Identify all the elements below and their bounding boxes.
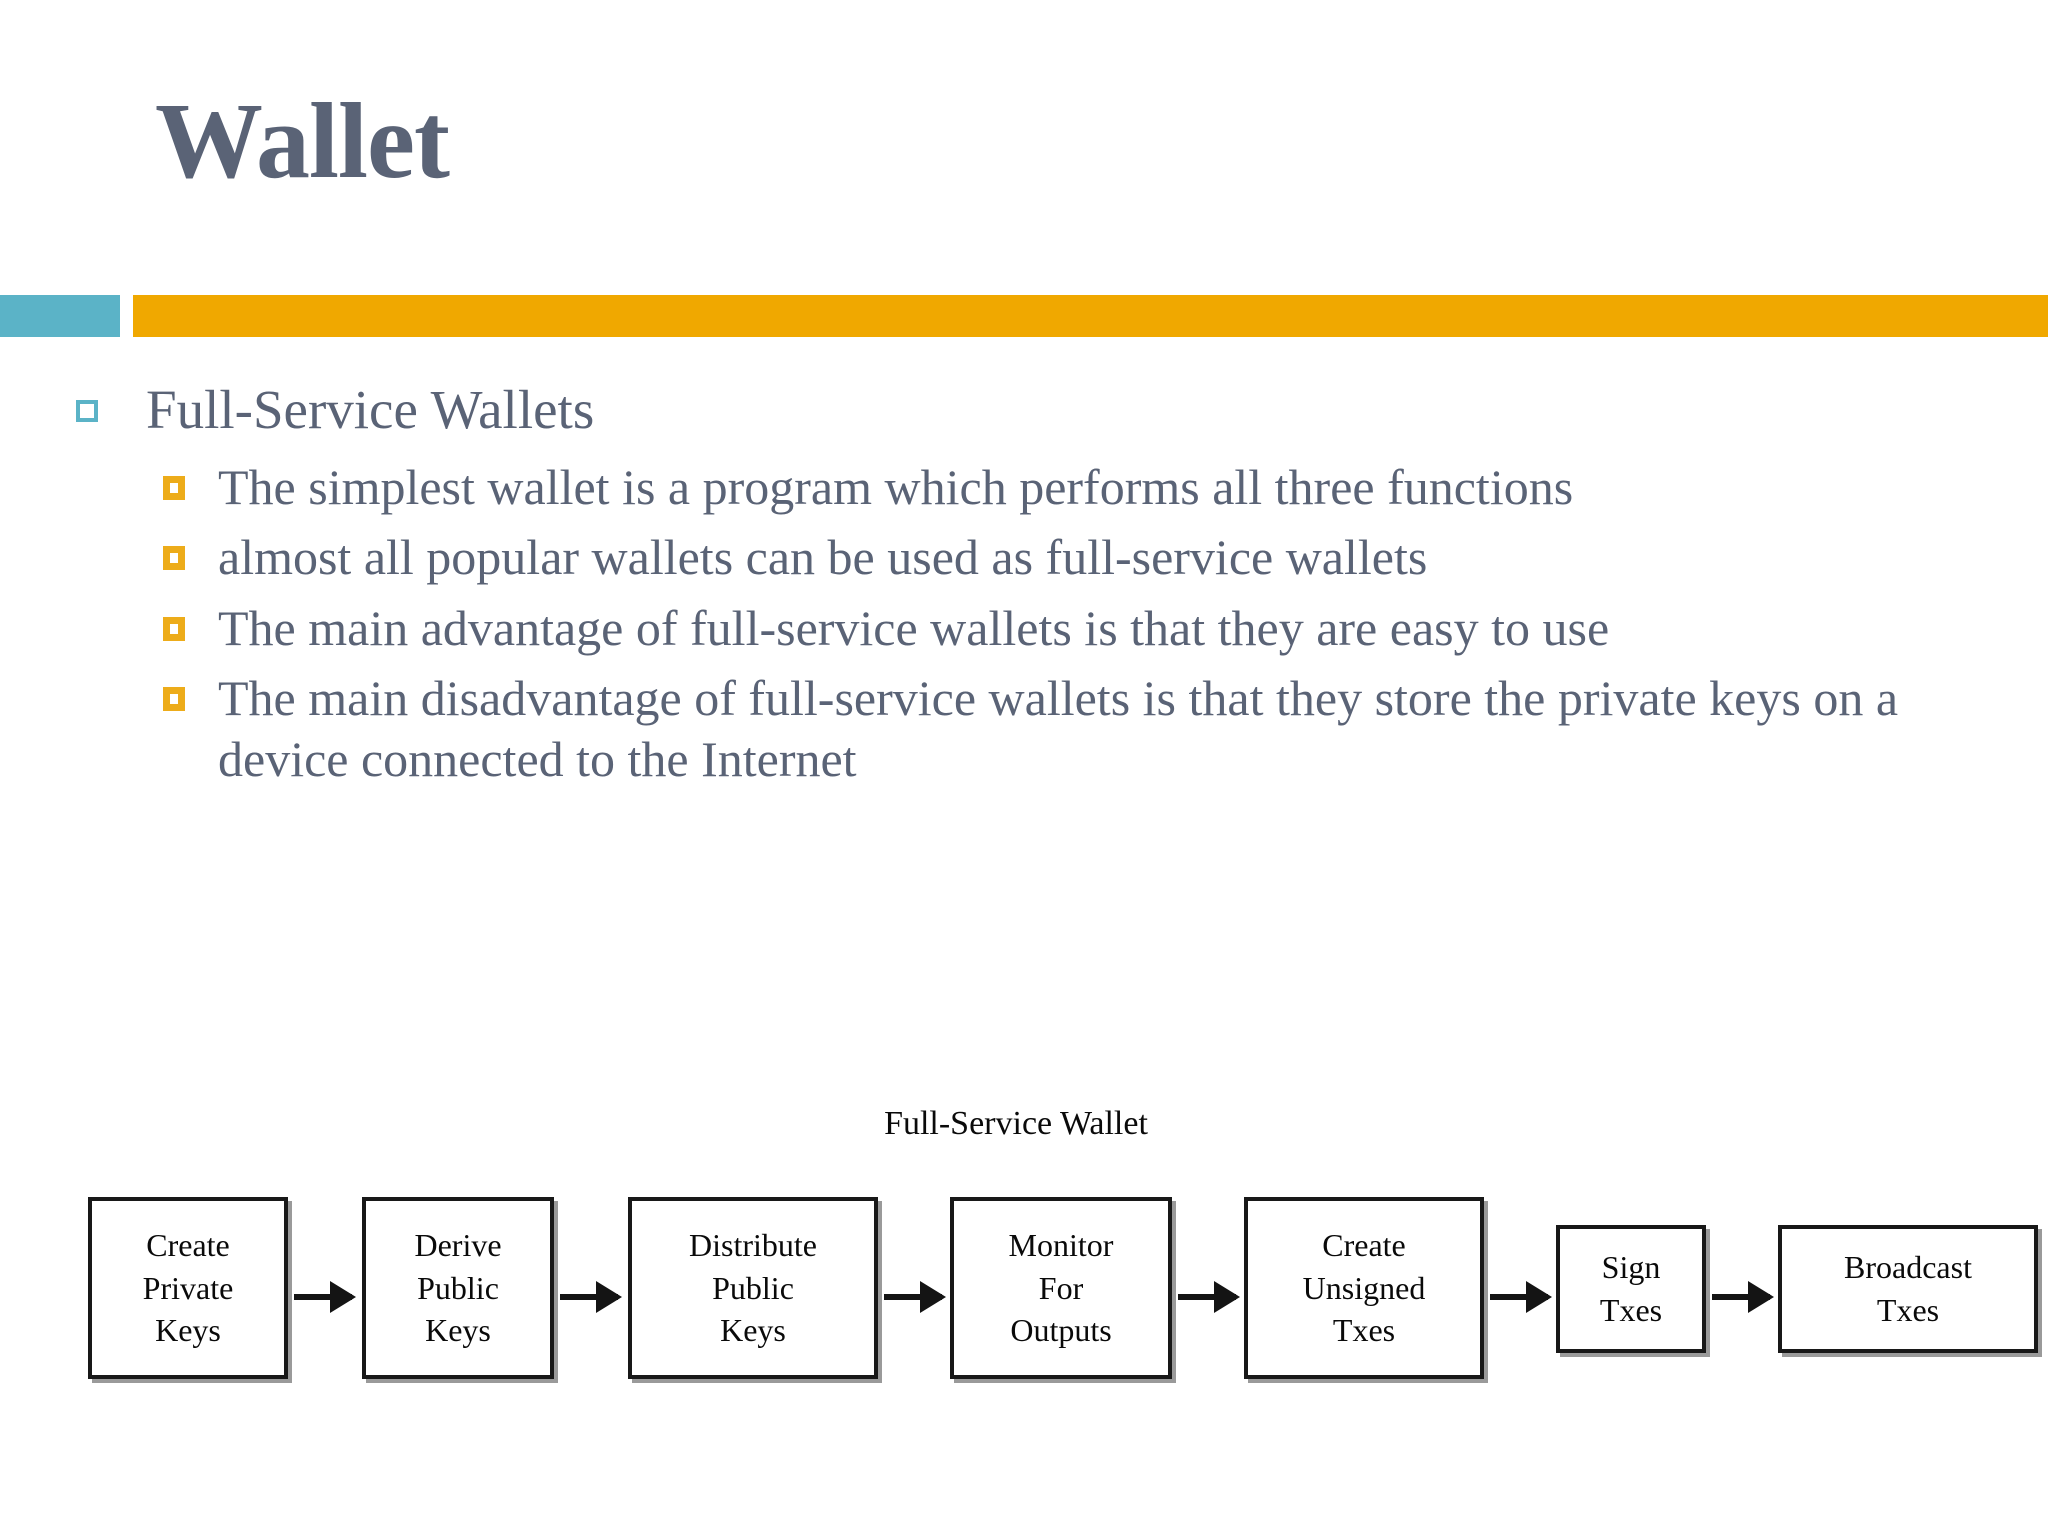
flow-arrow-icon (1712, 1281, 1774, 1313)
flow-arrow-icon (884, 1281, 946, 1313)
flow-box: Monitor For Outputs (950, 1197, 1172, 1379)
flow-box-line: Distribute (689, 1227, 817, 1264)
flow-box-line: For (1038, 1269, 1084, 1306)
flow-arrow-icon (560, 1281, 622, 1313)
list-item-label: The main advantage of full-service walle… (218, 599, 1610, 656)
list-item: The main advantage of full-service walle… (0, 598, 2048, 659)
filled-square-bullet-icon (163, 687, 185, 712)
flow-box-line: Broadcast (1844, 1249, 1972, 1286)
flow-diagram-row: Create Private Keys Derive Public Keys D… (88, 1197, 2038, 1397)
list-item-level1: Full-Service Wallets (0, 378, 2048, 443)
flow-arrow-icon (294, 1281, 356, 1313)
flow-box-line: Unsigned (1302, 1269, 1426, 1306)
flow-box-line: Keys (425, 1312, 491, 1349)
hollow-square-bullet-icon (76, 400, 98, 422)
flow-box-line: Txes (1332, 1312, 1396, 1349)
bullet-list: Full-Service Wallets The simplest wallet… (0, 378, 2048, 799)
flow-box-line: Public (712, 1269, 794, 1306)
list-item-label: almost all popular wallets can be used a… (218, 529, 1428, 586)
page-title: Wallet (155, 82, 450, 201)
list-item: The main disadvantage of full-service wa… (0, 668, 2048, 789)
flow-box: Create Unsigned Txes (1244, 1197, 1484, 1379)
flow-arrow-icon (1178, 1281, 1240, 1313)
filled-square-bullet-icon (163, 616, 185, 641)
accent-bar-teal (0, 295, 120, 337)
list-item: The simplest wallet is a program which p… (0, 457, 2048, 518)
filled-square-bullet-icon (163, 475, 185, 500)
list-item: almost all popular wallets can be used a… (0, 527, 2048, 588)
flow-box-line: Sign (1601, 1249, 1661, 1286)
flow-box-line: Private (142, 1269, 234, 1306)
flow-box: Distribute Public Keys (628, 1197, 878, 1379)
flow-box-line: Keys (155, 1312, 221, 1349)
flow-diagram-title: Full-Service Wallet (884, 1105, 1148, 1142)
list-item-label: The main disadvantage of full-service wa… (218, 670, 1899, 787)
accent-bar-orange (133, 295, 2048, 337)
flow-box: Derive Public Keys (362, 1197, 554, 1379)
flow-box-line: Monitor (1008, 1227, 1114, 1264)
flow-box: Sign Txes (1556, 1225, 1706, 1353)
flow-diagram: Full-Service Wallet Create Private Keys … (0, 1105, 2048, 1425)
list-item-level1-label: Full-Service Wallets (146, 379, 595, 440)
list-item-label: The simplest wallet is a program which p… (218, 458, 1574, 515)
flow-box: Create Private Keys (88, 1197, 288, 1379)
filled-square-bullet-icon (163, 546, 185, 571)
flow-arrow-icon (1490, 1281, 1552, 1313)
flow-box-line: Txes (1599, 1292, 1663, 1328)
flow-box-line: Keys (720, 1312, 786, 1349)
flow-box: Broadcast Txes (1778, 1225, 2038, 1353)
flow-box-line: Public (417, 1269, 499, 1306)
flow-box-line: Txes (1876, 1292, 1940, 1328)
flow-box-line: Derive (414, 1227, 502, 1264)
flow-box-line: Create (1322, 1227, 1406, 1264)
flow-box-line: Outputs (1010, 1312, 1112, 1349)
flow-box-line: Create (146, 1227, 230, 1264)
